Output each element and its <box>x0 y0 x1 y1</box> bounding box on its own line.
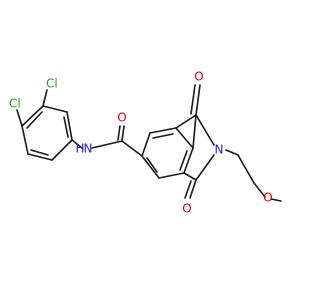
bond <box>225 149 239 156</box>
bond <box>121 140 143 157</box>
bond <box>141 132 151 157</box>
bond <box>189 179 197 199</box>
bond <box>117 125 121 141</box>
atom-labels: Cl Cl N H O O N O O <box>9 70 273 216</box>
bond <box>42 89 48 107</box>
bond <box>158 172 185 179</box>
bond <box>42 105 68 113</box>
bond <box>66 111 73 141</box>
bond <box>195 114 215 146</box>
bond <box>27 153 53 161</box>
bonds <box>16 84 282 202</box>
bond <box>175 114 197 129</box>
bond <box>183 172 197 181</box>
bond <box>71 139 83 149</box>
bond <box>51 139 73 161</box>
bond <box>16 109 23 127</box>
bond <box>63 116 69 138</box>
bond <box>195 84 201 116</box>
bond <box>253 182 266 198</box>
molecule-structure: Cl Cl N H O O N O O <box>9 70 282 216</box>
chlorine-atom-label: Cl <box>9 97 21 111</box>
bond <box>179 150 188 171</box>
amide-hydrogen-label: H <box>75 142 84 156</box>
bond <box>26 111 43 129</box>
imide-oxygen-label: O <box>182 202 191 216</box>
bond <box>121 125 125 142</box>
bond <box>190 84 196 115</box>
bond <box>237 154 255 184</box>
bond <box>184 180 192 199</box>
bond <box>192 114 197 149</box>
bond <box>183 147 194 174</box>
bond <box>175 127 194 149</box>
bond <box>141 155 160 179</box>
bond <box>270 198 282 202</box>
imide-oxygen-label: O <box>194 70 203 84</box>
bond <box>21 125 29 155</box>
amide-nitrogen-label: N <box>84 142 93 156</box>
bond <box>195 154 215 181</box>
amide-oxygen-label: O <box>117 111 126 125</box>
chlorine-atom-label: Cl <box>46 77 58 91</box>
bond <box>149 127 177 134</box>
bond <box>91 140 123 149</box>
bond <box>152 133 174 139</box>
bond <box>30 149 49 156</box>
ether-oxygen-label: O <box>263 191 272 205</box>
bond <box>146 157 158 173</box>
bond <box>21 105 44 127</box>
imide-nitrogen-label: N <box>215 143 224 157</box>
